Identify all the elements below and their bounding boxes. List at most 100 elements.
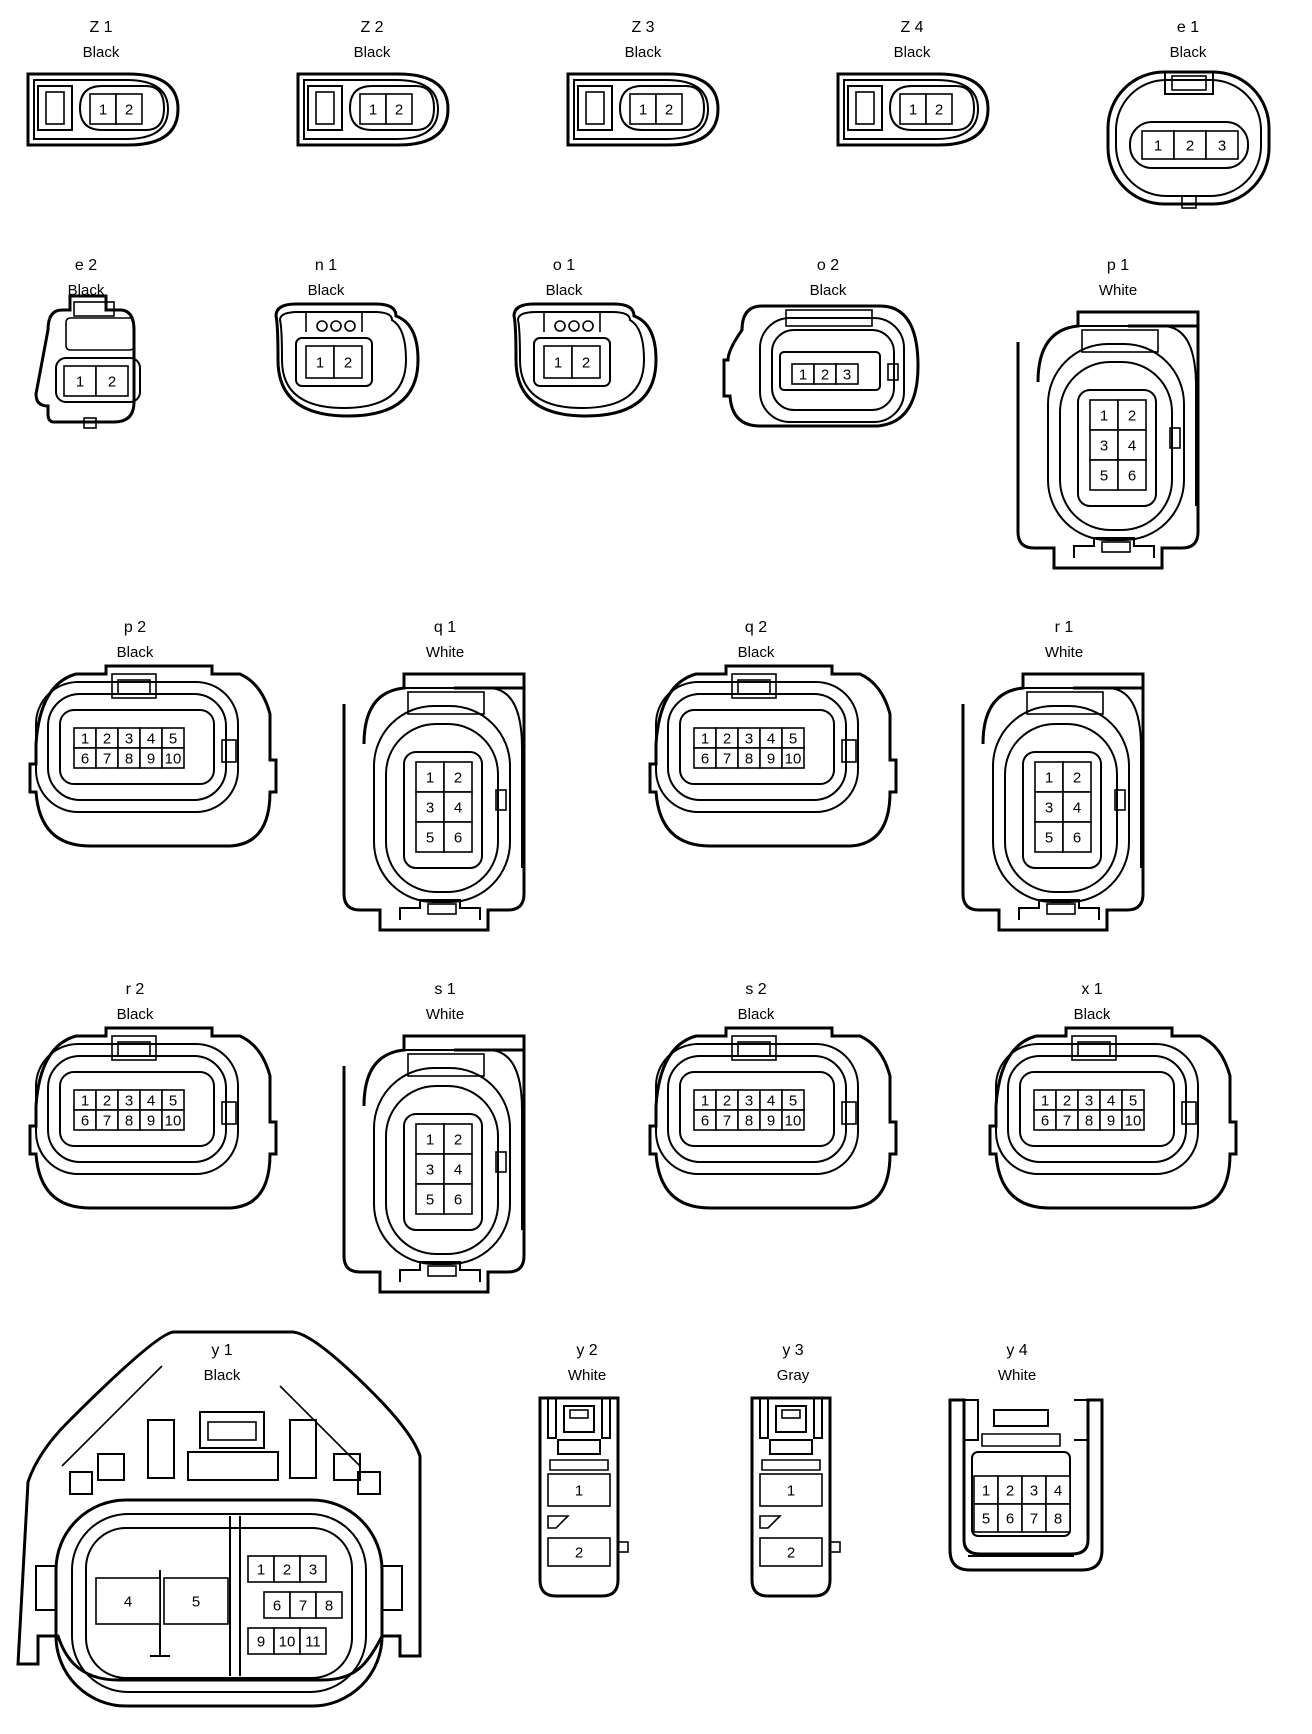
pin-number: 2 [1186,138,1194,155]
housing-outline [988,1026,1238,1210]
housing-outline [888,85,976,131]
pin-number: 1 [575,1483,583,1500]
pin-number: 11 [305,1634,321,1651]
connector-code: x 1 [1081,981,1102,998]
housing-outline [404,1049,523,1230]
housing-detail [111,673,157,699]
pin-number: 4 [124,1594,132,1611]
pin-cell [1021,1503,1047,1533]
pin-number: 3 [843,367,851,384]
connector-color: Black [1074,1006,1111,1023]
housing-detail [1101,541,1131,553]
housing-outline [33,79,170,140]
housing-outline [547,1398,611,1439]
housing-detail [1181,195,1197,209]
connector-color: White [998,1367,1036,1384]
housing-outline [61,1365,361,1467]
pin-number: 8 [1085,1113,1093,1130]
pin-cell [333,345,363,379]
pin-number: 8 [325,1598,333,1615]
pin-number: 5 [426,1192,434,1209]
housing-detail [829,1541,841,1553]
housing-outline [385,1085,499,1255]
pin-cell [161,747,185,769]
housing-outline [26,72,180,147]
housing-outline [1073,537,1155,558]
housing-outline [618,85,706,131]
housing-outline [16,1330,422,1682]
housing-outline [71,1513,367,1693]
housing-detail [427,1265,457,1277]
pin-cell [1205,130,1239,160]
pin-number: 2 [103,1093,111,1110]
housing-detail [73,301,115,317]
housing-outline [403,1113,483,1231]
housing-outline [547,1515,570,1529]
pin-cell [1089,459,1119,491]
pin-cell [315,1591,343,1619]
housing-outline [399,899,481,920]
pin-number: 10 [165,1113,182,1130]
pin-number: 7 [723,1113,731,1130]
housing-detail [1171,75,1207,91]
pin-cell [629,93,657,125]
pin-number: 2 [1063,1093,1071,1110]
pin-cell [547,1537,611,1567]
pin-cell [1045,1503,1071,1533]
housing-detail [45,91,65,125]
housing-detail [221,739,237,763]
housing-detail [737,1041,771,1057]
housing-detail [847,85,883,131]
pin-number: 7 [723,751,731,768]
housing-outline [274,302,420,418]
housing-outline [342,672,526,932]
connector-code: o 2 [817,257,839,274]
housing-detail [117,1041,151,1057]
pin-number: 5 [192,1594,200,1611]
housing-outline [573,79,710,140]
pin-number: 1 [982,1483,990,1500]
pin-number: 1 [799,367,807,384]
housing-outline [981,1433,1061,1447]
housing-outline [1004,723,1118,893]
housing-detail [221,1101,237,1125]
pin-cell [1117,459,1147,491]
connector-code: q 1 [434,619,456,636]
connector-code: q 2 [745,619,767,636]
pin-number: 1 [81,1093,89,1110]
pin-cell [161,1109,185,1131]
housing-outline [296,72,450,147]
pin-number: 3 [745,731,753,748]
pin-number: 7 [1063,1113,1071,1130]
connector-color: White [426,1006,464,1023]
pin-number: 1 [369,102,377,119]
housing-outline [373,705,511,903]
housing-outline [1078,325,1197,506]
pin-cell [443,791,473,823]
housing-outline [750,1396,832,1598]
latch-detail [344,320,356,332]
connector-code: y 4 [1006,1342,1027,1359]
connector-color: White [426,644,464,661]
housing-detail [1071,1035,1117,1061]
pin-cell [835,363,859,385]
pin-cell [95,1577,161,1625]
pin-number: 2 [103,731,111,748]
connector-code: s 1 [434,981,455,998]
housing-detail [731,673,777,699]
connector-color: Black [738,644,775,661]
housing-detail [585,91,605,125]
pin-number: 3 [125,1093,133,1110]
pin-number: 3 [125,731,133,748]
connector-code: s 2 [745,981,766,998]
connector-code: n 1 [315,257,337,274]
pin-number: 1 [1100,408,1108,425]
pin-number: 2 [395,102,403,119]
pin-number: 1 [76,374,84,391]
latch-detail [582,320,594,332]
housing-detail [1169,427,1181,449]
